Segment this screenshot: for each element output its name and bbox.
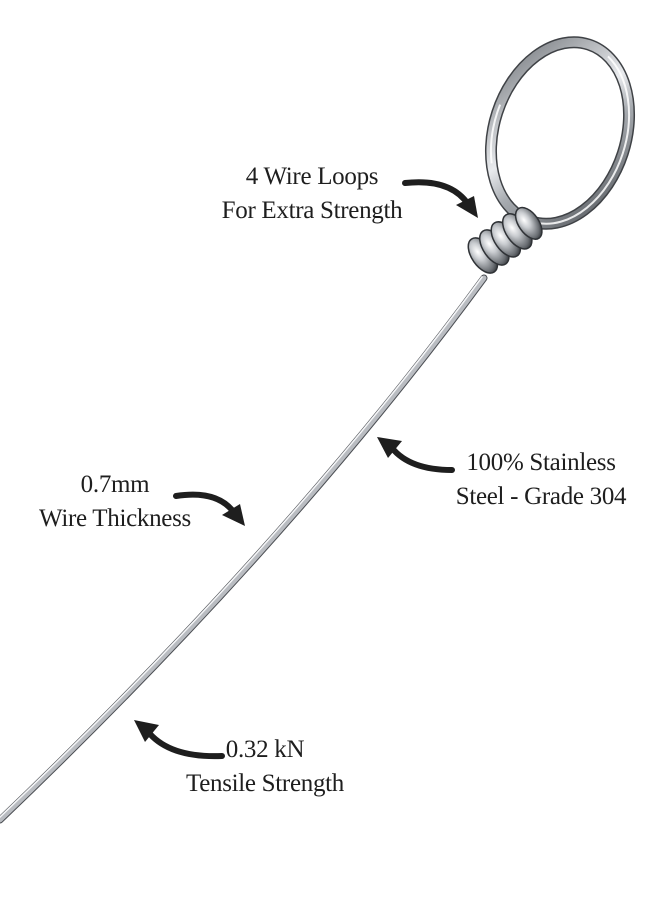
callout-wire-thickness-line2: Wire Thickness: [39, 505, 191, 532]
callout-tensile-strength-line2: Tensile Strength: [185, 770, 344, 797]
callout-wire-thickness: 0.7mm Wire Thickness: [20, 468, 210, 536]
wire-coil-wraps: [467, 206, 543, 274]
callout-stainless-steel-line1: 100% Stainless: [466, 449, 616, 476]
callout-stainless-steel-line2: Steel - Grade 304: [455, 483, 627, 510]
callout-tensile-strength: 0.32 kN Tensile Strength: [170, 733, 360, 801]
arrow-stainless-steel: [377, 437, 455, 473]
wire-shaft: [0, 274, 488, 824]
callout-wire-thickness-line1: 0.7mm: [80, 471, 150, 498]
wire-ring-loop: [484, 36, 636, 230]
callout-wire-loops: 4 Wire Loops For Extra Strength: [212, 160, 412, 228]
callout-wire-loops-line1: 4 Wire Loops: [245, 163, 379, 190]
arrow-tensile-strength: [134, 720, 225, 760]
callout-wire-loops-line2: For Extra Strength: [221, 197, 403, 224]
callout-stainless-steel: 100% Stainless Steel - Grade 304: [436, 446, 646, 514]
callout-tensile-strength-line1: 0.32 kN: [225, 736, 305, 763]
arrow-wire-thickness: [173, 491, 245, 526]
arrow-wire-loops: [402, 179, 478, 218]
